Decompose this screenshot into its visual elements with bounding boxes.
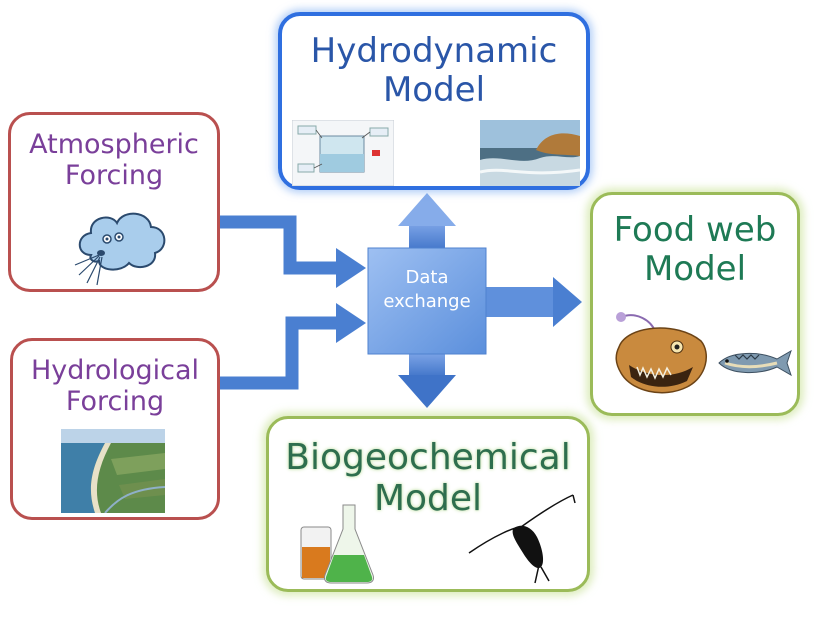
hydrodynamic-model-box: Hydrodynamic Model xyxy=(278,12,590,190)
atmospheric-arrow xyxy=(218,215,366,288)
hydrological-arrow xyxy=(218,303,366,390)
food-web-model-title: Food web Model xyxy=(593,210,797,290)
ocean-waves-photo xyxy=(480,120,580,186)
coastline-aerial-photo xyxy=(61,429,165,513)
biogeochemical-model-title: Biogeochemical Model xyxy=(269,437,587,520)
atmospheric-title-line2: Forcing xyxy=(64,160,164,192)
biogeochemical-title-line1: Biogeochemical xyxy=(285,437,571,478)
data-exchange-line1: Data xyxy=(405,267,449,288)
atmospheric-title-line1: Atmospheric xyxy=(29,129,199,160)
biogeochemical-model-box: Biogeochemical Model xyxy=(266,416,590,592)
hydrodynamic-title-line1: Hydrodynamic xyxy=(310,31,558,71)
food-web-model-box: Food web Model xyxy=(590,192,800,416)
hydrological-title-line2: Forcing xyxy=(65,386,165,418)
atmospheric-forcing-box: Atmospheric Forcing xyxy=(8,112,220,292)
lab-flasks xyxy=(300,504,374,584)
hydrological-forcing-title: Hydrological Forcing xyxy=(13,355,217,417)
hydrological-title-line1: Hydrological xyxy=(31,355,199,386)
model-schematic xyxy=(292,120,394,186)
hydrodynamic-title-line2: Model xyxy=(382,70,486,111)
mackerel-illustration xyxy=(718,349,792,377)
anglerfish-illustration xyxy=(615,312,707,394)
right-arrow xyxy=(484,277,582,327)
up-arrow xyxy=(398,193,456,252)
biogeochemical-title-line2: Model xyxy=(373,478,483,520)
down-arrow xyxy=(398,352,456,408)
foodweb-title-line1: Food web xyxy=(613,210,777,250)
data-exchange-label: Data exchange xyxy=(370,266,484,315)
hydrological-forcing-box: Hydrological Forcing xyxy=(10,338,220,520)
cloud-icon xyxy=(74,212,166,286)
hydrodynamic-model-title: Hydrodynamic Model xyxy=(282,31,586,111)
foodweb-title-line2: Model xyxy=(643,249,747,290)
data-exchange-block xyxy=(367,247,487,355)
copepod-silhouette xyxy=(468,494,576,584)
atmospheric-forcing-title: Atmospheric Forcing xyxy=(11,129,217,191)
data-exchange-line2: exchange xyxy=(383,291,471,313)
